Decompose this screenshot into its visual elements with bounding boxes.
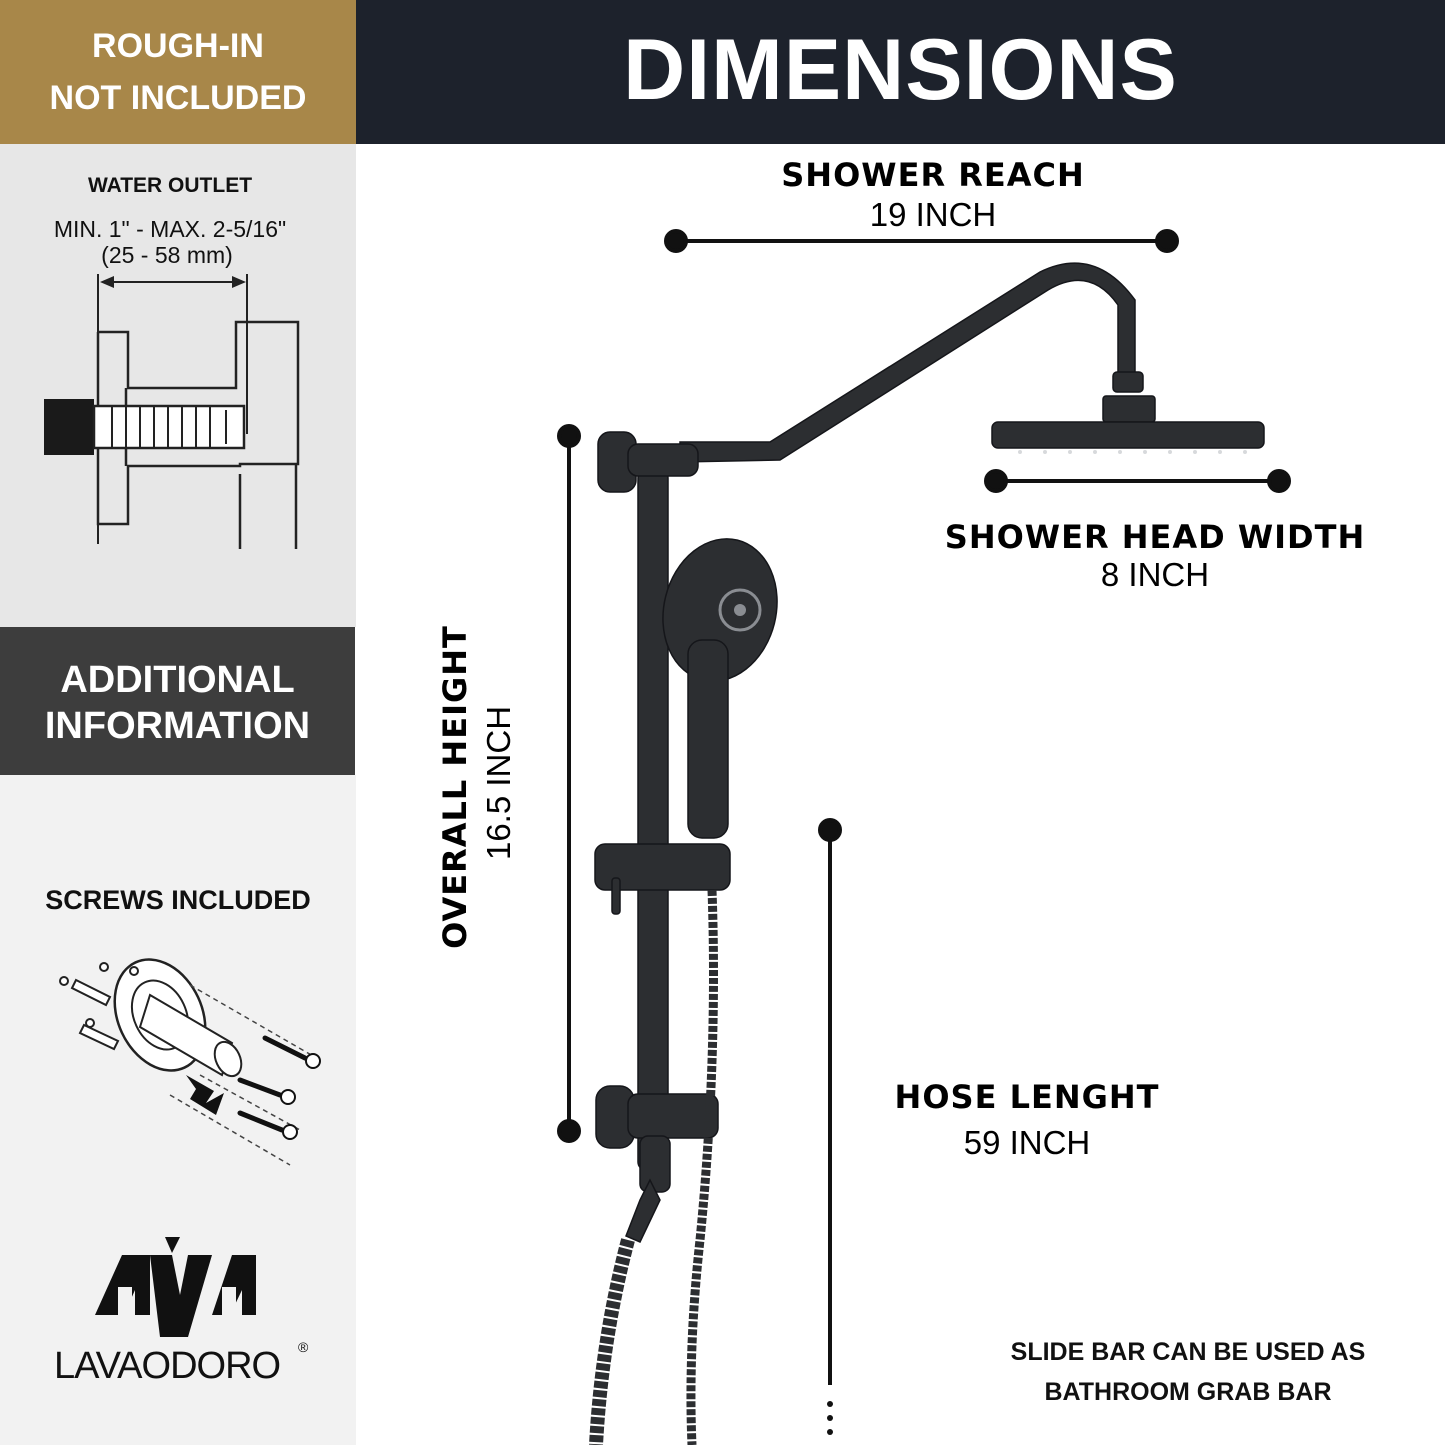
water-outlet-title: WATER OUTLET: [87, 174, 253, 197]
additional-line1: ADDITIONAL: [60, 659, 295, 701]
screws-panel: SCREWS INCLUDED: [0, 775, 356, 1445]
overall-height-label: OVERALL HEIGHT: [436, 625, 474, 949]
rough-in-banner: ROUGH-IN NOT INCLUDED: [0, 0, 356, 144]
grab-bar-note-line1: SLIDE BAR CAN BE USED AS: [1010, 1338, 1366, 1366]
screws-diagram: [59, 958, 321, 1337]
rough-in-line2: NOT INCLUDED: [49, 79, 307, 117]
additional-line2: INFORMATION: [44, 705, 311, 747]
rough-in-line1: ROUGH-IN: [92, 27, 264, 65]
water-outlet-diagram: [44, 274, 300, 549]
registered-mark: ®: [298, 1339, 309, 1355]
shower-reach-label: SHOWER REACH: [781, 156, 1085, 194]
header-bar: DIMENSIONS: [356, 0, 1445, 144]
hose-length-label: HOSE LENGHT: [894, 1078, 1160, 1116]
overall-height-value: 16.5 INCH: [480, 705, 517, 861]
water-outlet-panel: WATER OUTLET MIN. 1" - MAX. 2-5/16" (25 …: [0, 144, 356, 627]
shower-head-width-label: SHOWER HEAD WIDTH: [944, 518, 1366, 556]
grab-bar-note-line2: BATHROOM GRAB BAR: [1044, 1378, 1332, 1406]
additional-info-banner: ADDITIONAL INFORMATION: [0, 627, 355, 775]
shower-head-width-value: 8 INCH: [1100, 556, 1210, 593]
shower-reach-value: 19 INCH: [869, 196, 997, 233]
brand-name: LAVAODORO: [54, 1345, 281, 1387]
page-title: DIMENSIONS: [623, 22, 1178, 118]
lavaodoro-logo: [95, 1237, 256, 1337]
water-outlet-range: MIN. 1" - MAX. 2-5/16": [53, 216, 287, 242]
screws-included-label: SCREWS INCLUDED: [45, 885, 311, 915]
water-outlet-metric: (25 - 58 mm): [101, 242, 233, 268]
hose-length-value: 59 INCH: [963, 1124, 1091, 1161]
